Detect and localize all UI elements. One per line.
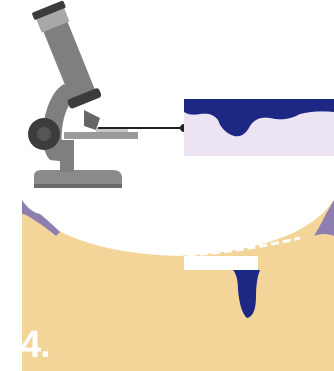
removed-sample-slot [184,256,258,270]
microscope-stage [64,132,138,139]
magnified-sample-view [184,99,334,156]
tissue-cross-section [22,200,334,371]
step-number: 4. [20,326,50,364]
microscope-icon [28,0,138,188]
tissue-body [22,200,334,371]
